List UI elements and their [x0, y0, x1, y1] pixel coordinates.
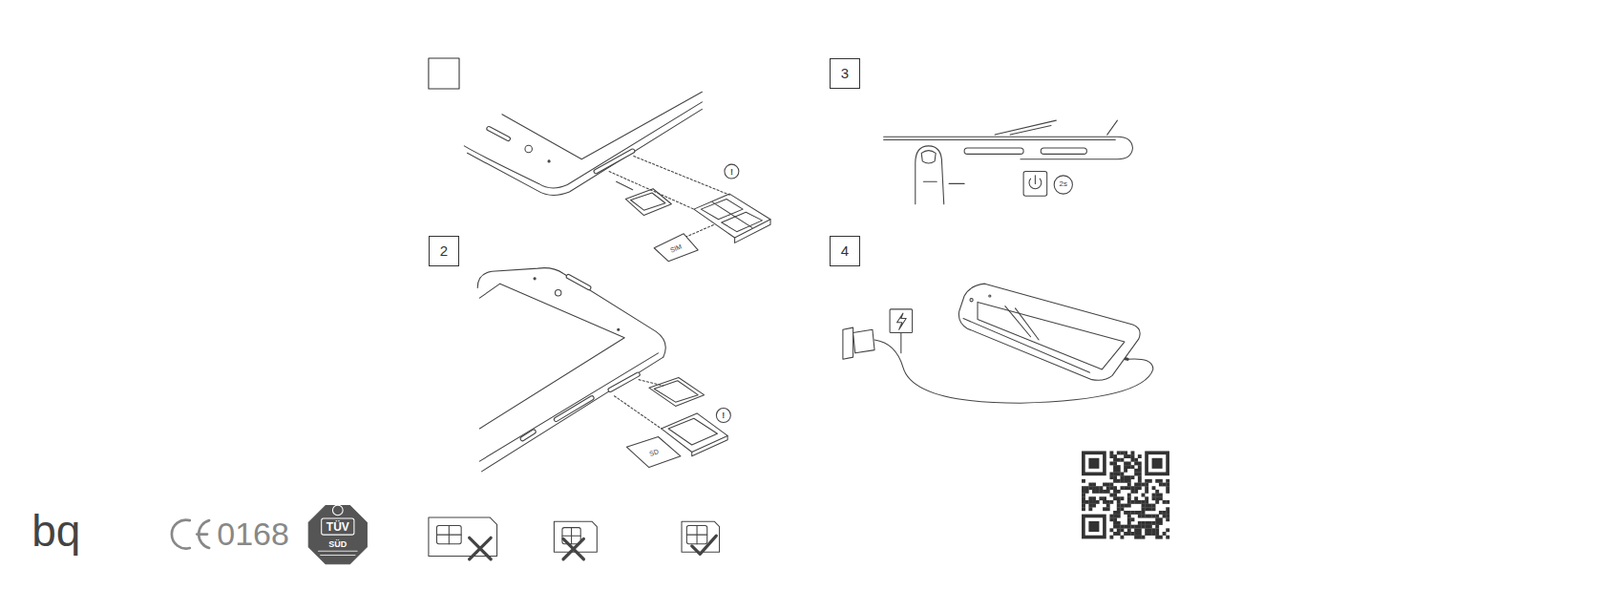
caution-mark: ! — [730, 167, 734, 176]
certification-mark: TÜV — [326, 521, 350, 533]
tuv-logo — [308, 505, 367, 565]
step-number: 3 — [841, 65, 849, 81]
duration-label: 2s — [1059, 180, 1068, 189]
charging-illustration — [842, 283, 1154, 403]
step-box — [428, 58, 460, 89]
step-number: 4 — [841, 243, 849, 258]
caution-mark: ! — [721, 411, 725, 421]
sim-tray-illustration — [463, 91, 771, 261]
qr-code — [1081, 450, 1170, 539]
power-button-illustration — [884, 120, 1134, 205]
ce-mark — [171, 520, 210, 549]
step-number: 2 — [440, 243, 448, 258]
step-number-box: 4 — [829, 235, 861, 267]
sd-tray-illustration — [477, 268, 728, 472]
brand-logo: bq — [31, 508, 81, 553]
step-number-box: 3 — [829, 58, 861, 89]
step-number-box: 2 — [428, 235, 460, 267]
certification-mark: SÜD — [328, 539, 347, 548]
notified-body-number: 0168 — [216, 517, 290, 550]
sim-size-icons — [428, 517, 720, 560]
